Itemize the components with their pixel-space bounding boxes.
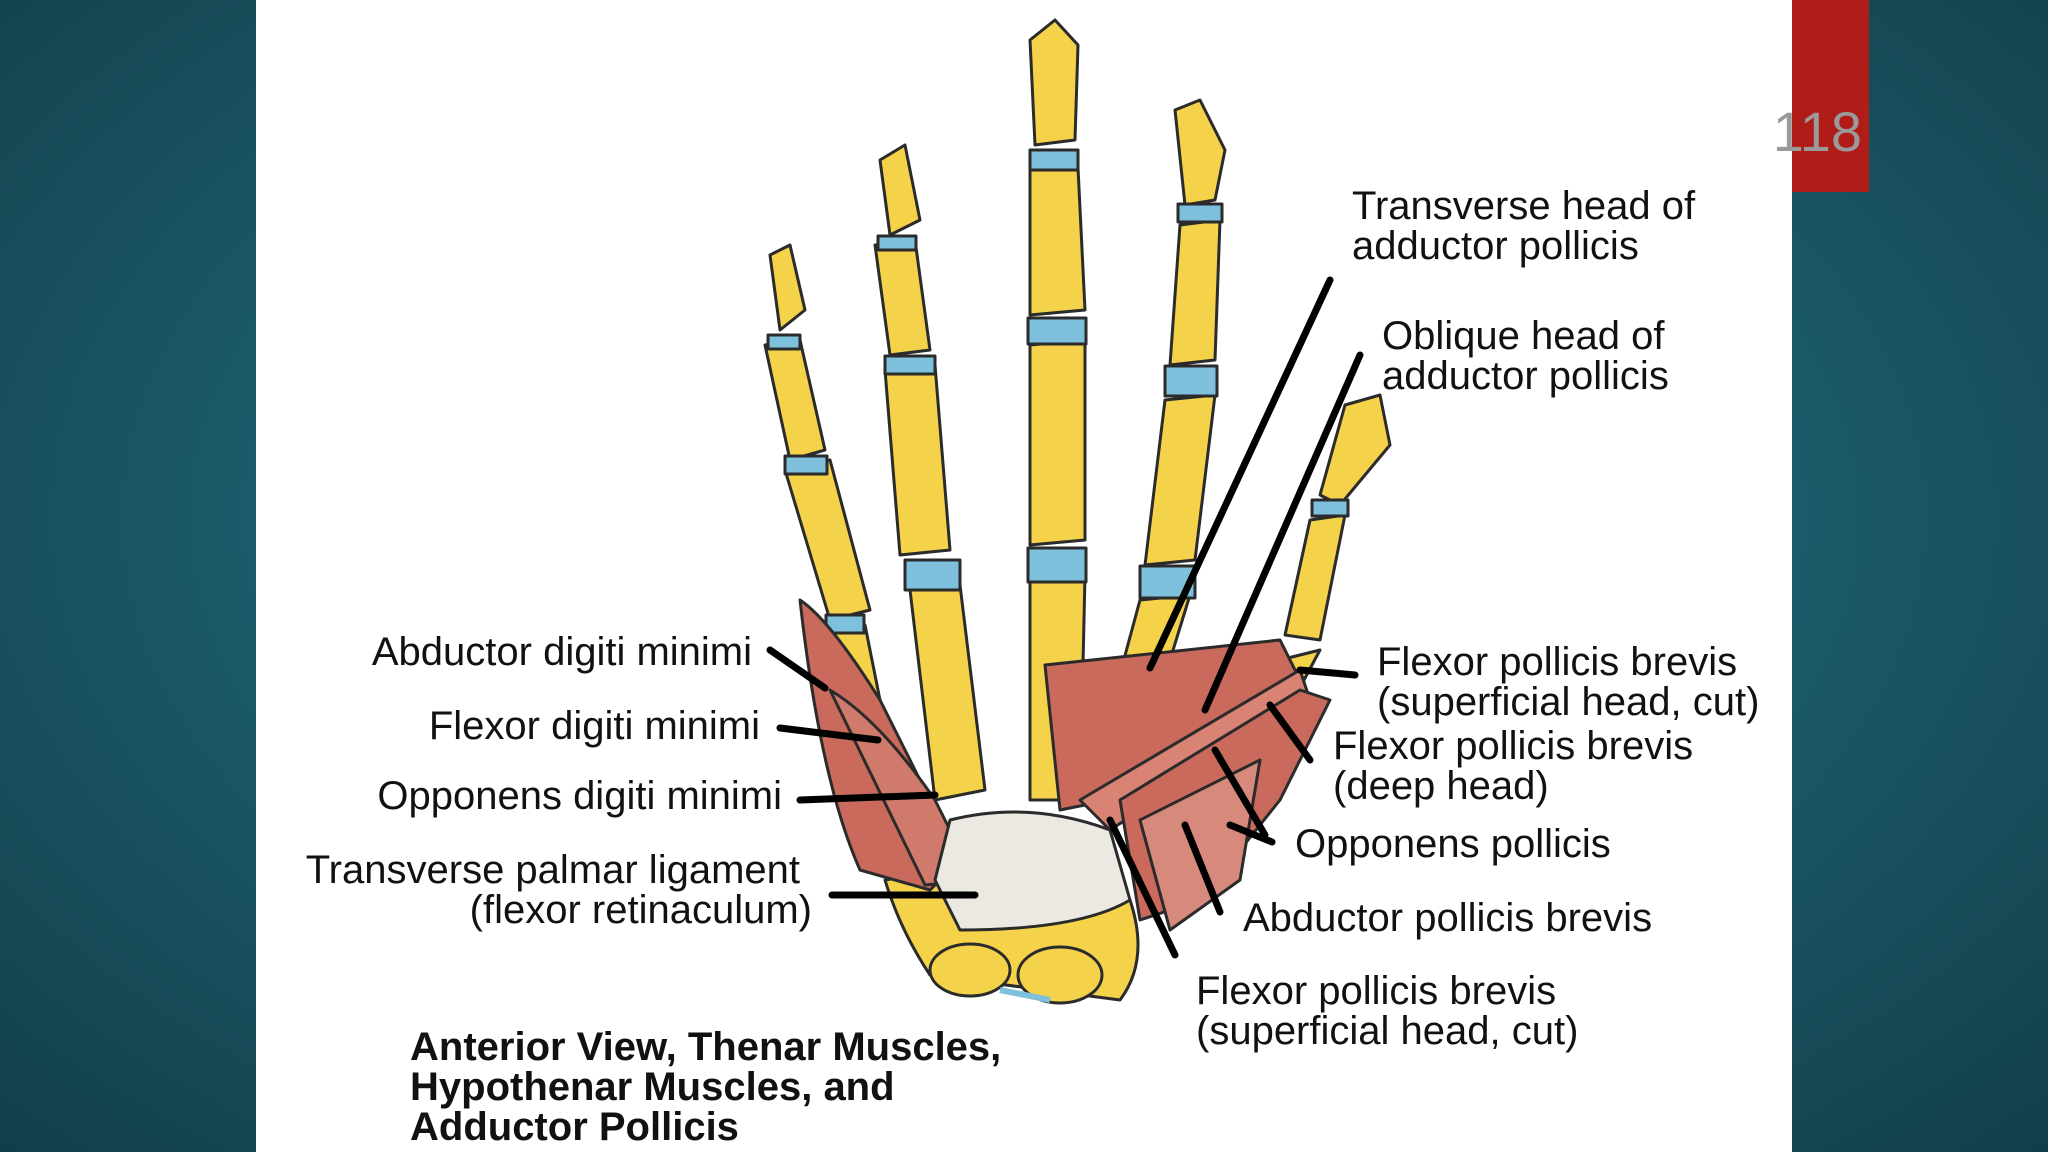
caption-line-3: Adductor Pollicis <box>410 1105 739 1149</box>
label-opponens-digiti-minimi: Opponens digiti minimi <box>377 774 782 818</box>
label-fpb-superficial-upper-1: Flexor pollicis brevis <box>1377 640 1738 684</box>
label-abductor-pollicis-brevis: Abductor pollicis brevis <box>1243 896 1653 940</box>
label-oblique-head-1: Oblique head of <box>1382 314 1665 358</box>
label-transverse-palmar-1: Transverse palmar ligament <box>305 848 800 892</box>
caption-line-1: Anterior View, Thenar Muscles, <box>410 1025 1002 1069</box>
label-transverse-palmar-2: (flexor retinaculum) <box>469 888 812 932</box>
label-fpb-superficial-lower-2: (superficial head, cut) <box>1196 1009 1579 1053</box>
label-fpb-superficial-upper-2: (superficial head, cut) <box>1377 680 1760 724</box>
leader-lines <box>766 276 1364 959</box>
label-abductor-digiti-minimi: Abductor digiti minimi <box>371 630 752 674</box>
thenar-muscles <box>1118 688 1332 932</box>
label-oblique-head-2: adductor pollicis <box>1382 354 1669 398</box>
label-flexor-digiti-minimi: Flexor digiti minimi <box>428 704 760 748</box>
middle-finger-bones <box>1026 18 1088 802</box>
accent-tab <box>1792 0 1869 192</box>
label-fpb-deep-2: (deep head) <box>1333 764 1549 808</box>
ring-finger-bones <box>873 143 987 802</box>
label-transverse-head-2: adductor pollicis <box>1352 224 1639 268</box>
flexor-retinaculum <box>933 810 1132 932</box>
caption-line-2: Hypothenar Muscles, and <box>410 1065 895 1109</box>
label-opponens-pollicis: Opponens pollicis <box>1295 822 1611 866</box>
label-fpb-deep-1: Flexor pollicis brevis <box>1333 724 1694 768</box>
figure-caption: Anterior View, Thenar Muscles, Hypothena… <box>410 1027 1001 1147</box>
page-number: 118 <box>1772 100 1862 163</box>
label-fpb-superficial-lower-1: Flexor pollicis brevis <box>1196 969 1557 1013</box>
label-transverse-head-1: Transverse head of <box>1352 184 1696 228</box>
